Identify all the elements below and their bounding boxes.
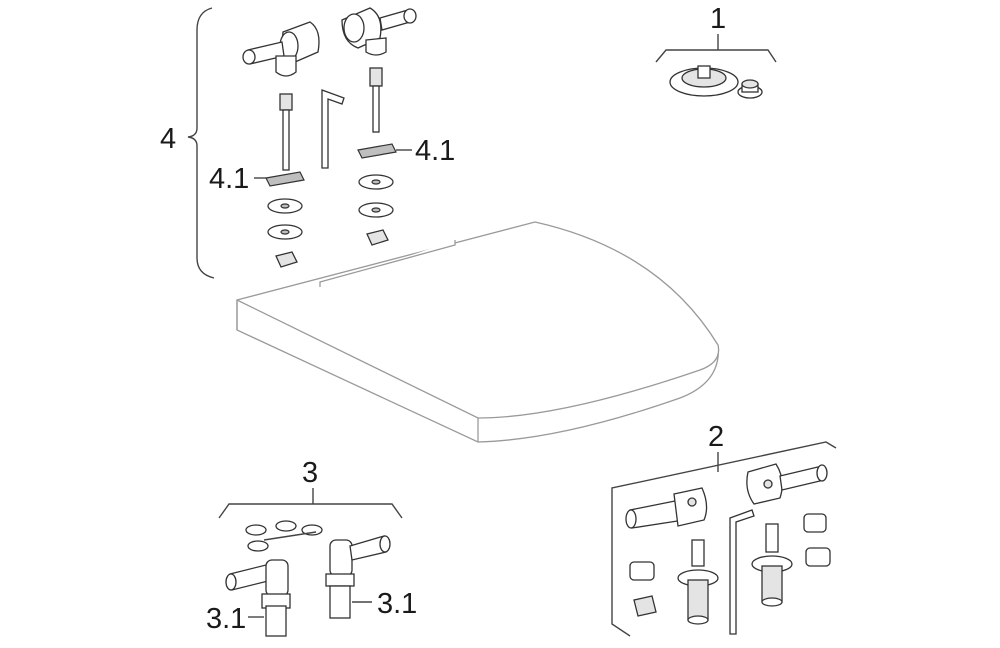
label-group-1: 1 [710, 3, 726, 35]
label-group-4: 4 [160, 123, 176, 155]
hinge-post-3-right: 3.1 [325, 535, 417, 620]
washers-left [267, 198, 303, 268]
small-cap-1 [737, 79, 763, 99]
hinge-cylinder-right [341, 7, 417, 56]
hinge-cylinder-left [242, 21, 320, 77]
washers-right [358, 174, 394, 246]
expansion-anchor-2-right [751, 523, 793, 607]
bracket-group-2: 2 [611, 421, 837, 637]
clamp-plate-left: 4.1 [209, 163, 305, 195]
washers-group-3 [245, 520, 323, 552]
label-4-1-left: 4.1 [209, 163, 249, 195]
label-3-1-left: 3.1 [206, 603, 246, 635]
expansion-anchor-2-left [677, 539, 719, 625]
hinge-post-3-left: 3.1 [206, 559, 291, 637]
clamp-plate-right: 4.1 [357, 135, 455, 167]
toilet-seat-lid [236, 221, 720, 443]
hinge-pin-2-right [746, 463, 828, 505]
small-nuts-2 [629, 513, 831, 617]
label-group-2: 2 [708, 421, 724, 453]
bracket-group-3: 3 [218, 457, 403, 519]
label-4-1-right: 4.1 [415, 135, 455, 167]
bracket-group-1: 1 [655, 3, 777, 63]
bracket-group-4: 4 [160, 7, 215, 279]
hex-key-2 [729, 509, 755, 635]
damper-disc-1 [669, 65, 739, 97]
hex-key-4 [321, 89, 345, 169]
threaded-bolt-right [369, 67, 383, 133]
threaded-bolt-left [279, 93, 293, 171]
label-3-1-right: 3.1 [377, 588, 417, 620]
label-group-3: 3 [302, 457, 318, 489]
hinge-pin-2-left [625, 487, 708, 529]
